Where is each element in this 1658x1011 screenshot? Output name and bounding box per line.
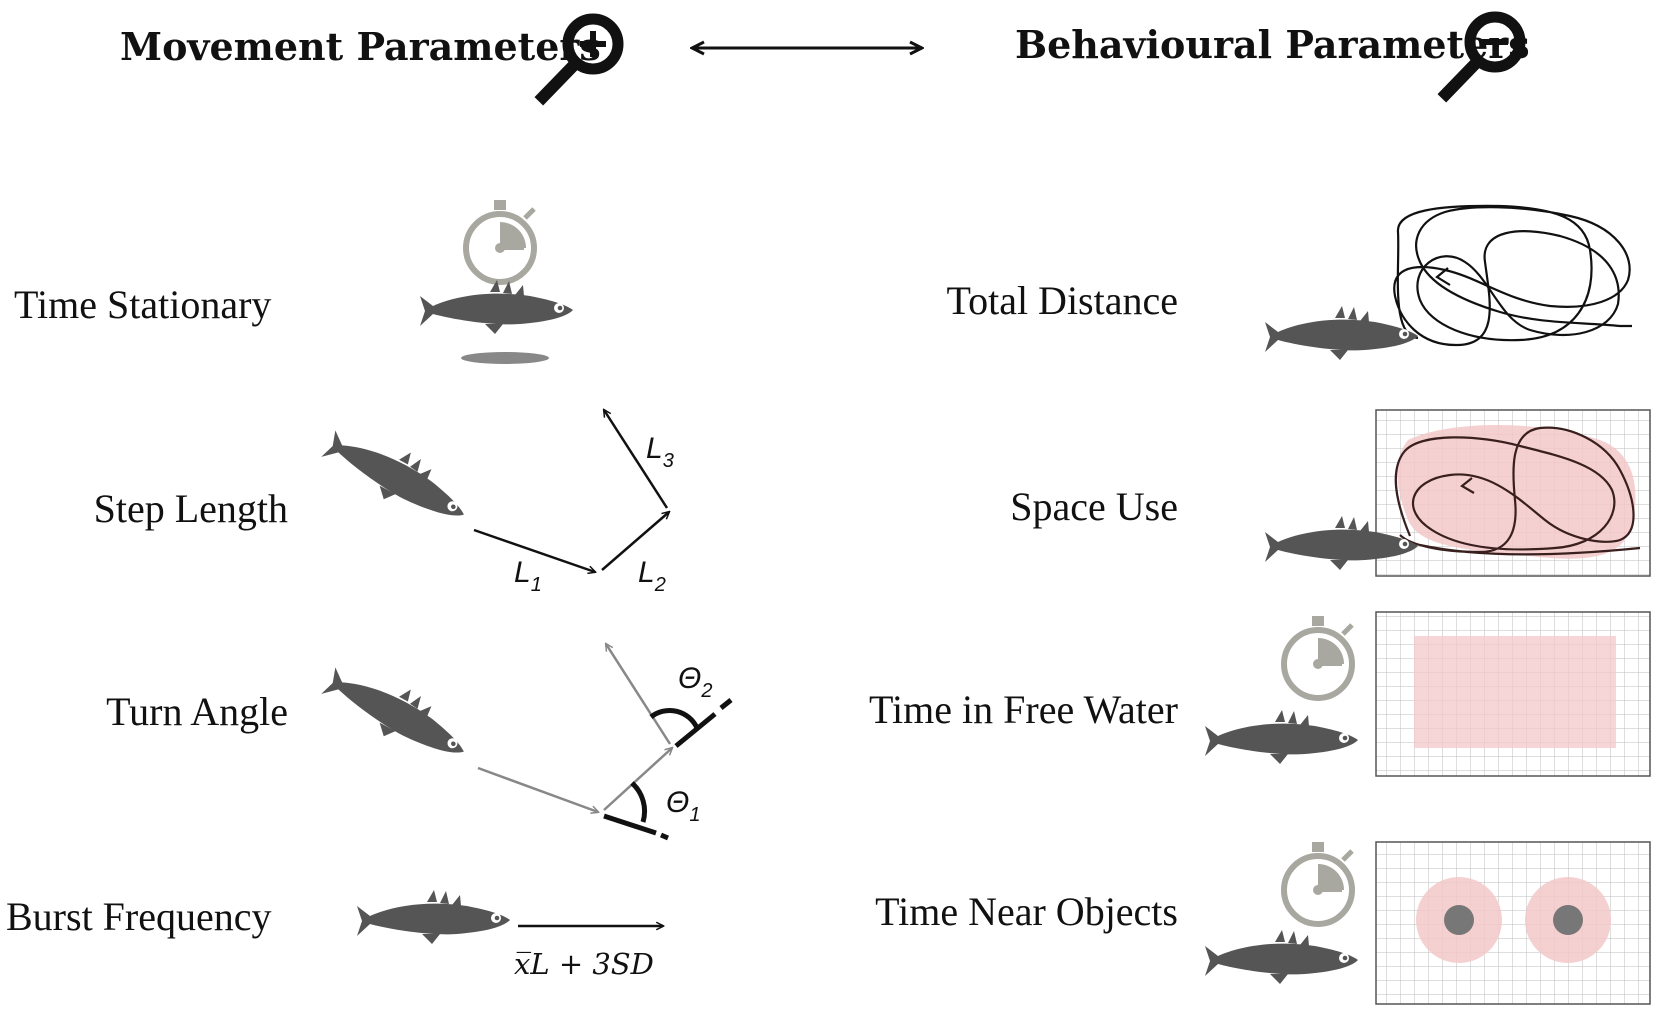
label-theta2: Θ2	[678, 662, 712, 702]
turn-arrow-2	[603, 748, 672, 811]
label-total-distance: Total Distance	[946, 278, 1178, 323]
fish-stationary	[420, 280, 573, 334]
fish-near-objects	[1205, 930, 1358, 984]
label-l2: L2	[638, 556, 666, 596]
stopwatch-icon-near-objects	[1284, 842, 1352, 924]
turn-arrow-3	[606, 644, 672, 745]
label-time-stationary: Time Stationary	[14, 282, 271, 327]
label-space-use: Space Use	[1010, 484, 1178, 529]
header-right-title: Behavioural Parameters	[1015, 22, 1530, 67]
label-step-length: Step Length	[94, 486, 288, 531]
fish-total-distance	[1265, 306, 1418, 360]
turn-arrow-1	[477, 766, 598, 812]
object-2	[1553, 905, 1583, 935]
fish-burst	[357, 890, 510, 944]
stopwatch-icon	[466, 200, 534, 282]
object-1	[1444, 905, 1474, 935]
angle-marker-1	[603, 781, 669, 841]
fish-turn-angle	[317, 653, 478, 773]
step-arrow-l1	[473, 528, 595, 572]
label-l3: L3	[646, 432, 674, 472]
shadow-ellipse	[461, 352, 549, 364]
label-burst-frequency: Burst Frequency	[6, 894, 272, 939]
free-water-panel	[1375, 611, 1651, 777]
label-l1: L1	[514, 556, 542, 596]
fish-step-length	[317, 416, 478, 536]
space-use-panel	[1375, 409, 1651, 577]
label-turn-angle: Turn Angle	[106, 689, 288, 734]
fish-free-water	[1205, 710, 1358, 764]
label-theta1: Θ1	[666, 786, 700, 826]
near-objects-panel	[1375, 841, 1651, 1005]
zoom-out-icon	[1437, 11, 1526, 103]
burst-formula: x̅L + 3SD	[514, 947, 654, 981]
step-arrow-l2	[601, 512, 669, 571]
stopwatch-icon-free-water	[1284, 616, 1352, 698]
label-time-near-objects: Time Near Objects	[875, 889, 1178, 934]
zoom-in-icon	[534, 13, 624, 106]
label-time-free-water: Time in Free Water	[869, 687, 1178, 732]
header-left-title: Movement Parameters	[120, 24, 601, 69]
step-arrow-l3	[604, 410, 669, 509]
angle-marker-2	[649, 698, 733, 748]
path-trace-total-distance	[1393, 204, 1632, 347]
